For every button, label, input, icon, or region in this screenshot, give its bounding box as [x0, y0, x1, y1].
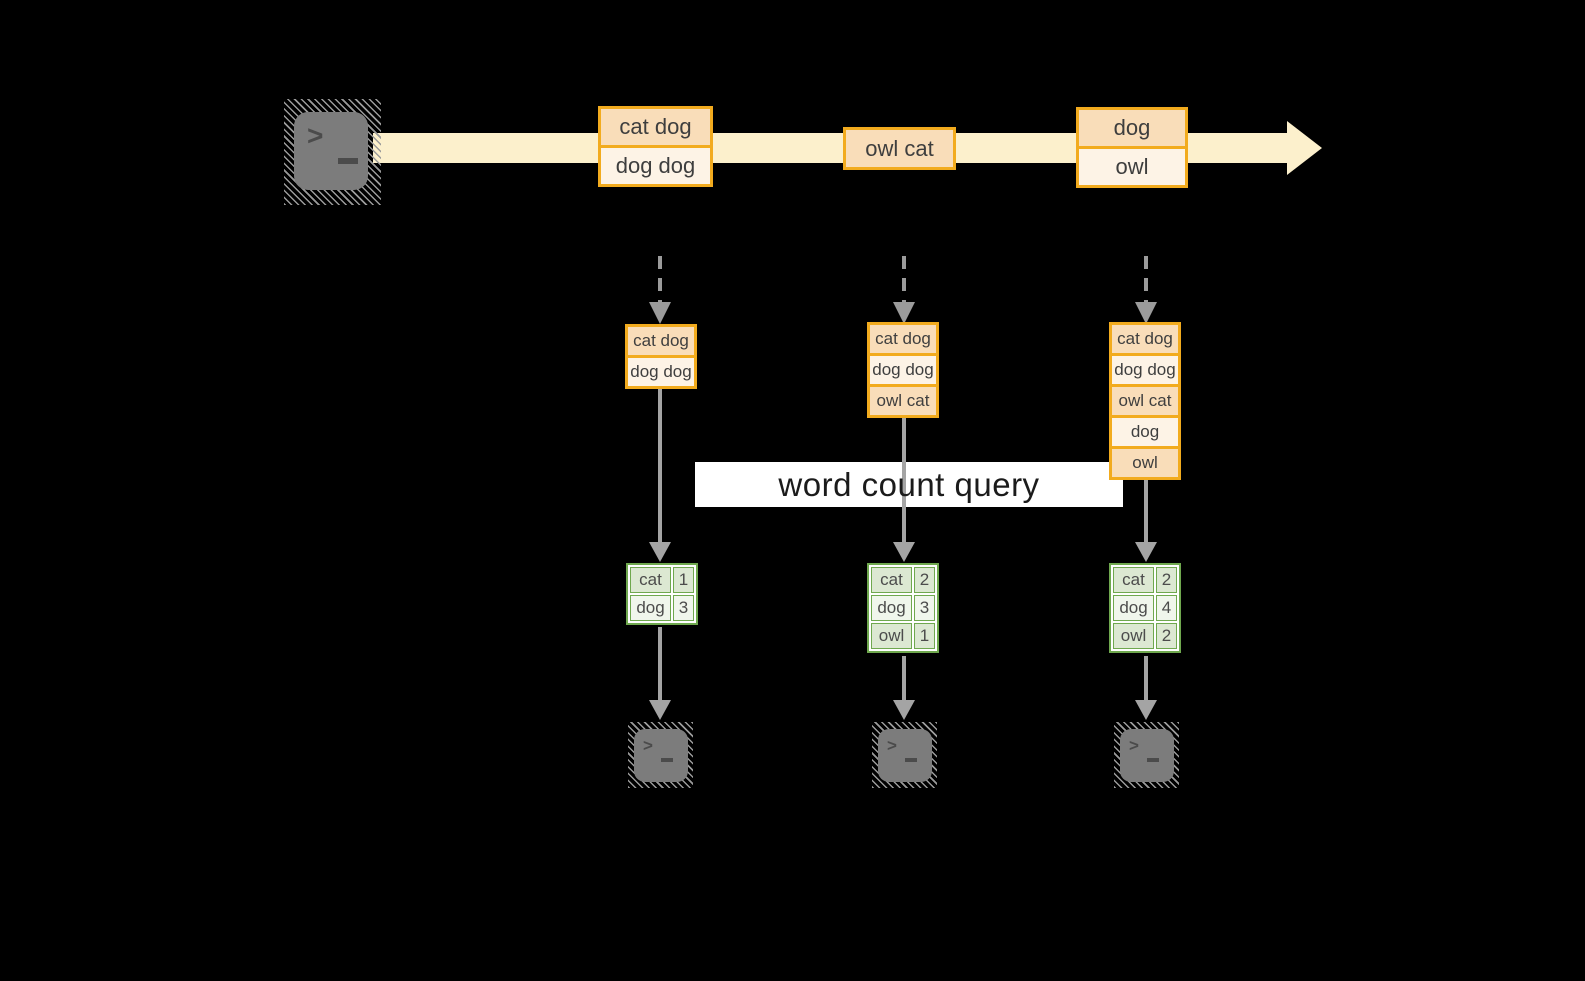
terminal-screen: >: [634, 729, 688, 782]
buffer-row: cat dog: [628, 327, 694, 355]
query-arrow-line: [658, 389, 662, 542]
terminal-screen: >: [294, 112, 368, 190]
arrowhead-icon: [1135, 542, 1157, 562]
arrowhead-icon: [893, 700, 915, 720]
buffer-row: cat dog: [1112, 325, 1178, 353]
query-banner: word count query: [695, 462, 1123, 507]
buffer-row: dog dog: [1112, 353, 1178, 384]
stream-arrowhead-icon: [1287, 121, 1322, 175]
arrowhead-icon: [1135, 302, 1157, 324]
query-label: word count query: [778, 465, 1040, 503]
word-cell: dog: [871, 595, 912, 621]
input-buffer-stack: cat dog dog dog owl cat dog owl: [1109, 322, 1181, 480]
count-cell: 2: [1156, 623, 1177, 649]
word-cell: cat: [1113, 567, 1154, 593]
terminal-prompt-glyph: >: [1129, 736, 1139, 755]
count-cell: 1: [673, 567, 694, 593]
ingest-arrow: [893, 256, 915, 324]
stream-event-box: owl cat: [843, 127, 956, 170]
arrowhead-icon: [649, 302, 671, 324]
terminal-cursor-glyph: [661, 758, 673, 762]
source-terminal-icon: >: [284, 99, 381, 205]
word-cell: owl: [871, 623, 912, 649]
result-arrow-line: [658, 627, 662, 700]
dashed-line: [658, 256, 662, 302]
count-cell: 1: [914, 623, 935, 649]
result-arrow-line: [1144, 656, 1148, 700]
stream-event-line: owl: [1079, 146, 1185, 185]
stream-event-line: owl cat: [846, 130, 953, 167]
arrowhead-icon: [893, 302, 915, 324]
word-count-table: cat 1 dog 3: [626, 563, 698, 625]
terminal-prompt-glyph: >: [887, 736, 897, 755]
sink-terminal-icon: >: [628, 722, 693, 788]
word-cell: cat: [871, 567, 912, 593]
dashed-line: [902, 256, 906, 302]
word-count-table: cat 2 dog 3 owl 1: [867, 563, 939, 653]
word-cell: dog: [1113, 595, 1154, 621]
dashed-line: [1144, 256, 1148, 302]
count-cell: 3: [914, 595, 935, 621]
terminal-screen: >: [1120, 729, 1174, 782]
arrowhead-icon: [893, 542, 915, 562]
count-cell: 2: [1156, 567, 1177, 593]
stream-event-line: dog: [1079, 110, 1185, 146]
buffer-row: owl cat: [870, 384, 936, 415]
input-buffer-stack: cat dog dog dog owl cat: [867, 322, 939, 418]
stream-event-line: cat dog: [601, 109, 710, 145]
terminal-prompt-glyph: >: [643, 736, 653, 755]
buffer-row: dog dog: [628, 355, 694, 386]
word-cell: cat: [630, 567, 671, 593]
ingest-arrow: [1135, 256, 1157, 324]
count-cell: 4: [1156, 595, 1177, 621]
word-cell: dog: [630, 595, 671, 621]
terminal-screen: >: [878, 729, 932, 782]
count-cell: 3: [673, 595, 694, 621]
stream-event-box: dog owl: [1076, 107, 1188, 188]
arrowhead-icon: [649, 700, 671, 720]
terminal-cursor-glyph: [1147, 758, 1159, 762]
input-buffer-stack: cat dog dog dog: [625, 324, 697, 389]
buffer-row: owl cat: [1112, 384, 1178, 415]
sink-terminal-icon: >: [872, 722, 937, 788]
word-cell: owl: [1113, 623, 1154, 649]
arrowhead-icon: [1135, 700, 1157, 720]
buffer-row: dog: [1112, 415, 1178, 446]
sink-terminal-icon: >: [1114, 722, 1179, 788]
terminal-cursor-glyph: [338, 158, 358, 164]
query-arrow-line: [1144, 480, 1148, 542]
result-arrow-line: [902, 656, 906, 700]
buffer-row: dog dog: [870, 353, 936, 384]
stream-event-line: dog dog: [601, 145, 710, 184]
word-count-table: cat 2 dog 4 owl 2: [1109, 563, 1181, 653]
stream-event-box: cat dog dog dog: [598, 106, 713, 187]
buffer-row: cat dog: [870, 325, 936, 353]
query-arrow-line: [902, 418, 906, 542]
buffer-row: owl: [1112, 446, 1178, 477]
terminal-prompt-glyph: >: [307, 120, 324, 151]
count-cell: 2: [914, 567, 935, 593]
terminal-cursor-glyph: [905, 758, 917, 762]
ingest-arrow: [649, 256, 671, 324]
arrowhead-icon: [649, 542, 671, 562]
